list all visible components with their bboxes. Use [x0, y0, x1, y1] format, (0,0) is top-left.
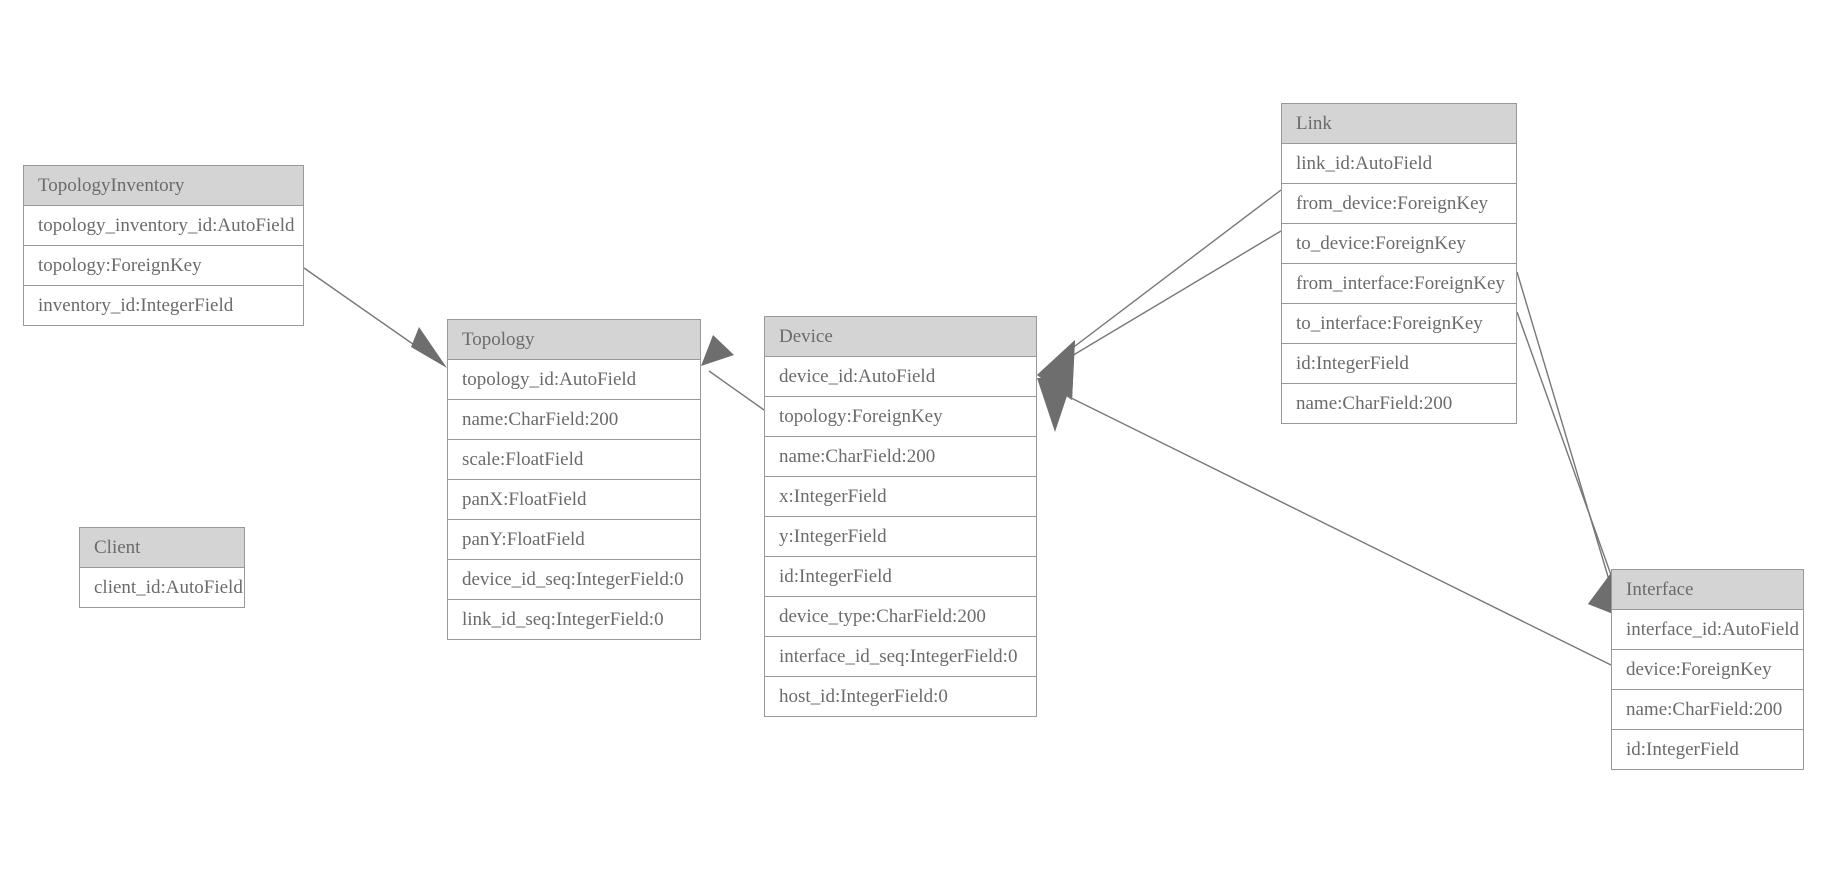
- entity-field-row[interactable]: name:CharField:200: [1282, 384, 1516, 423]
- relationship-arrowhead-icon: [411, 327, 447, 368]
- entity-field-row[interactable]: topology_id:AutoField: [448, 360, 700, 400]
- entity-field-row[interactable]: panX:FloatField: [448, 480, 700, 520]
- relationship-line: [708, 370, 765, 411]
- entity-field-row[interactable]: inventory_id:IntegerField: [24, 286, 303, 325]
- entity-field-row[interactable]: from_interface:ForeignKey: [1282, 264, 1516, 304]
- entity-field-row[interactable]: device:ForeignKey: [1612, 650, 1803, 690]
- entity-field-row[interactable]: device_type:CharField:200: [765, 597, 1036, 637]
- relationship-edge: to_device:ForeignKey: [1037, 230, 1282, 400]
- entity-field-row[interactable]: name:CharField:200: [1612, 690, 1803, 730]
- entity-field-row[interactable]: scale:FloatField: [448, 440, 700, 480]
- entity-title: TopologyInventory: [24, 166, 303, 206]
- entity-field-row[interactable]: id:IntegerField: [1612, 730, 1803, 769]
- entity-field-row[interactable]: to_interface:ForeignKey: [1282, 304, 1516, 344]
- relationship-arrowhead-icon: [1037, 340, 1075, 400]
- entity-field-row[interactable]: device_id:AutoField: [765, 357, 1036, 397]
- relationship-edge: from_interface:ForeignKey: [1516, 271, 1621, 617]
- relationship-arrowhead-icon: [1037, 340, 1075, 400]
- entity-field-row[interactable]: y:IntegerField: [765, 517, 1036, 557]
- entity-field-row[interactable]: interface_id_seq:IntegerField:0: [765, 637, 1036, 677]
- entity-field-row[interactable]: host_id:IntegerField:0: [765, 677, 1036, 716]
- entity-field-row[interactable]: interface_id:AutoField: [1612, 610, 1803, 650]
- entity-field-row[interactable]: link_id:AutoField: [1282, 144, 1516, 184]
- entity-field-row[interactable]: name:CharField:200: [765, 437, 1036, 477]
- entity-field-row[interactable]: id:IntegerField: [1282, 344, 1516, 384]
- entity-title: Client: [80, 528, 244, 568]
- entity-field-row[interactable]: link_id_seq:IntegerField:0: [448, 600, 700, 639]
- relationship-line: [1049, 230, 1282, 370]
- entity-field-row[interactable]: client_id:AutoField: [80, 568, 244, 607]
- relationship-line: [303, 267, 441, 364]
- relationship-line: [1516, 311, 1621, 601]
- relationship-line: [1054, 389, 1612, 666]
- relationship-edge: to_interface:ForeignKey: [1516, 311, 1621, 617]
- relationship-arrowhead-icon: [701, 335, 734, 366]
- entity-field-row[interactable]: x:IntegerField: [765, 477, 1036, 517]
- entity-field-row[interactable]: device_id_seq:IntegerField:0: [448, 560, 700, 600]
- entity-field-row[interactable]: topology:ForeignKey: [765, 397, 1036, 437]
- entity-field-row[interactable]: panY:FloatField: [448, 520, 700, 560]
- relationship-edge: topology:ForeignKey: [701, 335, 765, 411]
- relationship-line: [1516, 271, 1616, 601]
- entity-title: Link: [1282, 104, 1516, 144]
- entity-title: Topology: [448, 320, 700, 360]
- entity-field-list: client_id:AutoField: [80, 568, 244, 607]
- entity-field-row[interactable]: name:CharField:200: [448, 400, 700, 440]
- entity-field-row[interactable]: id:IntegerField: [765, 557, 1036, 597]
- entity-field-row[interactable]: topology_inventory_id:AutoField: [24, 206, 303, 246]
- entity-title: Interface: [1612, 570, 1803, 610]
- entity-title: Device: [765, 317, 1036, 357]
- entity-field-row[interactable]: topology:ForeignKey: [24, 246, 303, 286]
- entity-field-row[interactable]: to_device:ForeignKey: [1282, 224, 1516, 264]
- entity-field-row[interactable]: from_device:ForeignKey: [1282, 184, 1516, 224]
- relationship-edge: from_device:ForeignKey: [1037, 189, 1282, 400]
- relationship-arrowhead-icon: [1037, 378, 1073, 432]
- relationship-edge: topology:ForeignKey: [303, 267, 447, 368]
- relationship-line: [1049, 189, 1282, 366]
